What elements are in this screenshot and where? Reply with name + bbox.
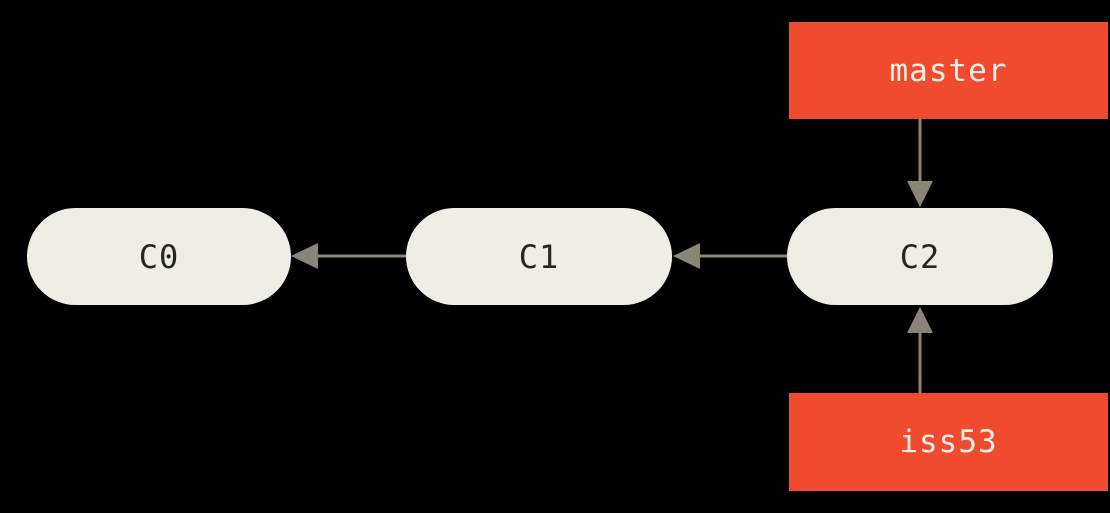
arrow-c2-to-c1 xyxy=(673,243,787,269)
branch-label-iss53-text: iss53 xyxy=(899,424,998,460)
branch-label-iss53: iss53 xyxy=(789,393,1108,491)
commit-node-c0-label: C0 xyxy=(138,237,180,276)
commit-node-c1: C1 xyxy=(406,208,672,305)
commit-node-c2-label: C2 xyxy=(899,237,941,276)
commit-node-c1-label: C1 xyxy=(518,237,560,276)
commit-node-c2: C2 xyxy=(787,208,1053,305)
arrow-iss53-to-c2 xyxy=(907,307,933,393)
branch-label-master: master xyxy=(789,22,1108,119)
branch-label-master-text: master xyxy=(889,52,1008,89)
arrow-master-to-c2 xyxy=(907,119,933,207)
arrow-c1-to-c0 xyxy=(291,243,406,269)
commit-node-c0: C0 xyxy=(27,208,291,305)
